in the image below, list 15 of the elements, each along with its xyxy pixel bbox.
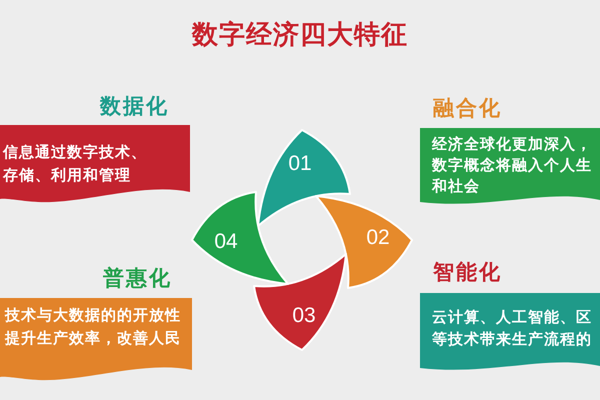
body-text: 云计算、人工智能、区等技术带来生产流程的 (432, 308, 593, 350)
text-banner (0, 94, 190, 204)
title: 数字经济四大特征 (192, 18, 408, 50)
number-label: 04 (214, 230, 238, 254)
text-banner (0, 266, 192, 382)
heading: 数据化 (100, 94, 169, 119)
number-label: 02 (366, 226, 390, 250)
body-text: 经济全球化更加深入，数字概念将融入个人生和社会 (432, 135, 593, 197)
heading: 普惠化 (103, 266, 172, 291)
body-text: 技术与大数据的的开放性提升生产效率，改善人民 (5, 306, 182, 349)
body-text: 信息通过数字技术、存储、利用和管理 (3, 143, 148, 186)
number-label: 01 (288, 152, 312, 176)
number-label: 03 (292, 304, 316, 328)
heading: 智能化 (433, 260, 502, 285)
heading: 融合化 (433, 96, 502, 121)
